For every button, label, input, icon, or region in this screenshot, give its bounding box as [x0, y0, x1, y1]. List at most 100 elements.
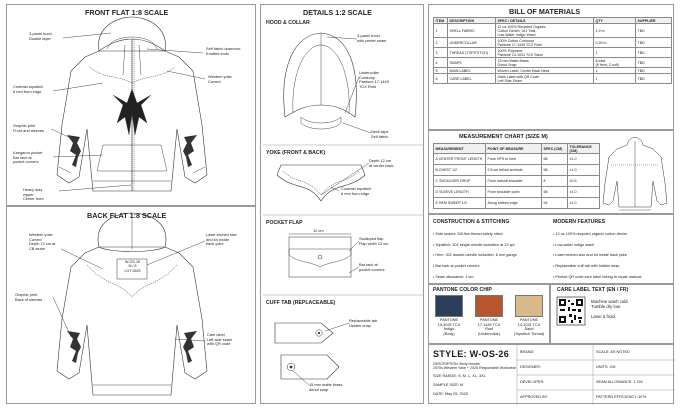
- developer-field: DEVELOPER:: [520, 380, 545, 384]
- measure-cell: From HPS to hem: [485, 153, 542, 165]
- sheet-date: DATE: May 25, 2025: [433, 392, 468, 396]
- bom-cell: 6: [433, 73, 448, 84]
- bom-cell: UNDERCOLLAR: [447, 37, 496, 48]
- care-label-title: CARE LABEL TEXT (EN / FR): [557, 287, 629, 293]
- pantone-chip-label: PANTONE 19-4025 TCX Indigo (Body): [437, 318, 461, 336]
- care-label-panel: CARE LABEL TEXT (EN / FR) Machine wash c…: [550, 284, 674, 344]
- construction-item-text: Topstitch: 301 single-needle lockstitch …: [435, 242, 515, 247]
- front-flat-title: FRONT FLAT 1:8 SCALE: [85, 8, 169, 17]
- features-title: MODERN FEATURES: [553, 219, 606, 225]
- bom-cell: 8 total (6 front, 2 cuff): [593, 57, 636, 68]
- feature-item-text: Replaceable cuff tab with hidden snap: [555, 264, 620, 269]
- pantone-chip-indigo: [435, 295, 463, 317]
- bom-cell: 100% Polyester Pantone 14-1031 TCX Sand: [495, 47, 594, 58]
- bom-cell: 12 oz 100% Recycled Organic Cotton Denim…: [495, 23, 594, 38]
- details-panel: DETAILS 1:2 SCALE HOOD & COLLAR: [260, 4, 424, 404]
- feature-item-text: 12 oz 100% recycled organic cotton denim: [555, 232, 627, 237]
- size-range: SIZE RANGE: S, M, L, XL, 3XL: [433, 374, 486, 378]
- front-hoodie-drawing: [50, 16, 208, 192]
- back-hoodie-drawing: [52, 212, 208, 396]
- pantone-title: PANTONE COLOR CHIP: [433, 287, 492, 293]
- construction-item-text: Side seams: 3/8 five-thread safety stitc…: [435, 232, 503, 237]
- designer-field: DESIGNER:: [520, 365, 541, 369]
- front-flat-panel: FRONT FLAT 1:8 SCALE: [6, 4, 256, 206]
- callout-graphic: Graphic print Front and sleeves: [13, 123, 44, 133]
- pantone-chip-label: PANTONE 14-1031 TCX Sand (Topstitch Thre…: [513, 318, 545, 336]
- bom-cell: THREAD (TOPSTITCH): [447, 47, 496, 58]
- back-flat-title: BACK FLAT 1:8 SCALE: [87, 211, 167, 220]
- callout-topstitch: Contrast topstitch 6 mm from edge: [13, 84, 44, 94]
- back-label-patch: W-OS-26 M / 8 LOT 0525: [124, 260, 141, 273]
- title-block-grid: [516, 345, 675, 405]
- construction-item-text: Hem: 301 double-needle lockstitch, 6 mm …: [435, 253, 517, 258]
- pantone-panel: PANTONE COLOR CHIP PANTONE 19-4025 TCX I…: [428, 284, 550, 344]
- construction-item: • Seam allowance: 1 cm: [433, 274, 474, 279]
- callout-neck-tape: Neck tape Self fabric: [371, 129, 389, 139]
- bom-cell: 1: [433, 23, 448, 38]
- callout-laser-label: Laser-etched size and lot inside back yo…: [206, 232, 237, 247]
- bom-cell: 4: [433, 57, 448, 68]
- callout-back-yoke: Western yoke Curved Depth 12 cm at CB se…: [29, 232, 56, 251]
- feature-item: • 12 oz 100% recycled organic cotton den…: [553, 232, 627, 237]
- approved-field: APPROVED BY:: [520, 395, 549, 399]
- callout-yoke-topstitch: Contrast topstitch 6 mm from edge: [341, 186, 372, 196]
- bom-panel: BILL OF MATERIALS ITEM DESCRIPTION SPEC …: [428, 4, 674, 130]
- measurement-diagram: [602, 137, 668, 211]
- pantone-chip-sand: [515, 295, 543, 317]
- details-drawings: [263, 32, 423, 386]
- bom-table: ITEM DESCRIPTION SPEC / DETAILS QTY SUPP…: [433, 17, 672, 84]
- seam-allowance-field: SEAM ALLOWANCE: 1 CM: [596, 380, 643, 384]
- scale-field: SCALE: AS NOTED: [596, 350, 630, 354]
- construction-list: • Side seams: 3/8 five-thread safety sti…: [433, 227, 545, 285]
- bom-cell: 1: [593, 73, 636, 84]
- construction-features-panel: CONSTRUCTION & STITCHING • Side seams: 3…: [428, 214, 674, 289]
- units-field: UNITS: CM: [596, 365, 616, 369]
- bom-title: BILL OF MATERIALS: [509, 7, 581, 16]
- bom-cell: CARE LABEL: [447, 73, 496, 84]
- construction-item: • Side seams: 3/8 five-thread safety sti…: [433, 232, 503, 237]
- bom-cell: 3: [433, 47, 448, 58]
- construction-item: • Topstitch: 301 single-needle lockstitc…: [433, 242, 515, 247]
- pattern-efficiency-field: PATTERN EFFICIENCY: 87%: [596, 395, 647, 399]
- details-title: DETAILS 1:2 SCALE: [303, 8, 372, 17]
- style-number: STYLE: W-OS-26: [433, 349, 510, 359]
- style-description: DESCRIPTION: Boxy Hoodie 1970s Western Y…: [433, 362, 516, 371]
- feature-item: • Printed QR code care label linking to …: [553, 274, 642, 279]
- measurement-panel: MEASUREMENT CHART (SIZE M) MEASUREMENT P…: [428, 130, 674, 214]
- cuff-heading: CUFF TAB (REPLACEABLE): [266, 300, 336, 306]
- construction-item: • Bar tack at pocket corners: [433, 264, 480, 269]
- bom-cell: TBD: [635, 73, 672, 84]
- qr-code: [556, 296, 586, 326]
- pantone-chip-label: PANTONE 17-1449 TCX Rust (Undercollar): [477, 318, 501, 336]
- callout-pocket: Kangaroo pocket Bar tack at pocket corne…: [13, 150, 43, 165]
- feature-item: • Replaceable cuff tab with hidden snap: [553, 264, 620, 269]
- bom-cell: SNAPS: [447, 57, 496, 68]
- feature-item-text: Laser-etched size and lot inside back yo…: [555, 253, 627, 258]
- callout-hood: 3-panel hood Double layer: [29, 31, 52, 41]
- measurement-table: MEASUREMENT POINT OF MEASURE SPEC (CM) T…: [433, 143, 600, 209]
- pocket-heading: POCKET FLAP: [266, 220, 303, 226]
- callout-replaceable-tab: Replaceable tab Hidden snap: [349, 318, 378, 328]
- callout-hood-detail: 3-panel hood with center seam: [357, 33, 387, 43]
- construction-title: CONSTRUCTION & STITCHING: [433, 219, 510, 225]
- bom-cell: 1: [593, 47, 636, 58]
- feature-item: • Laser-etched size and lot inside back …: [553, 253, 627, 258]
- callout-yoke-depth: Depth 12 cm at center back: [369, 158, 394, 168]
- bom-cell: 2: [433, 37, 448, 48]
- bom-cell: TBD: [635, 23, 672, 38]
- bom-cell: 15 mm Matte Brass Donut Snap: [495, 57, 594, 68]
- measure-cell: ±1.0: [567, 197, 600, 209]
- bom-cell: 1.9 m: [593, 23, 636, 38]
- bom-cell: TBD: [635, 37, 672, 48]
- callout-undercollar: Undercollar Corduroy Pantone 17-1449 TCX…: [359, 70, 389, 89]
- feature-item-text: Printed QR code care label linking to re…: [555, 274, 642, 279]
- construction-item: • Hem: 301 double-needle lockstitch, 6 m…: [433, 253, 517, 258]
- yoke-heading: YOKE (FRONT & BACK): [266, 150, 326, 156]
